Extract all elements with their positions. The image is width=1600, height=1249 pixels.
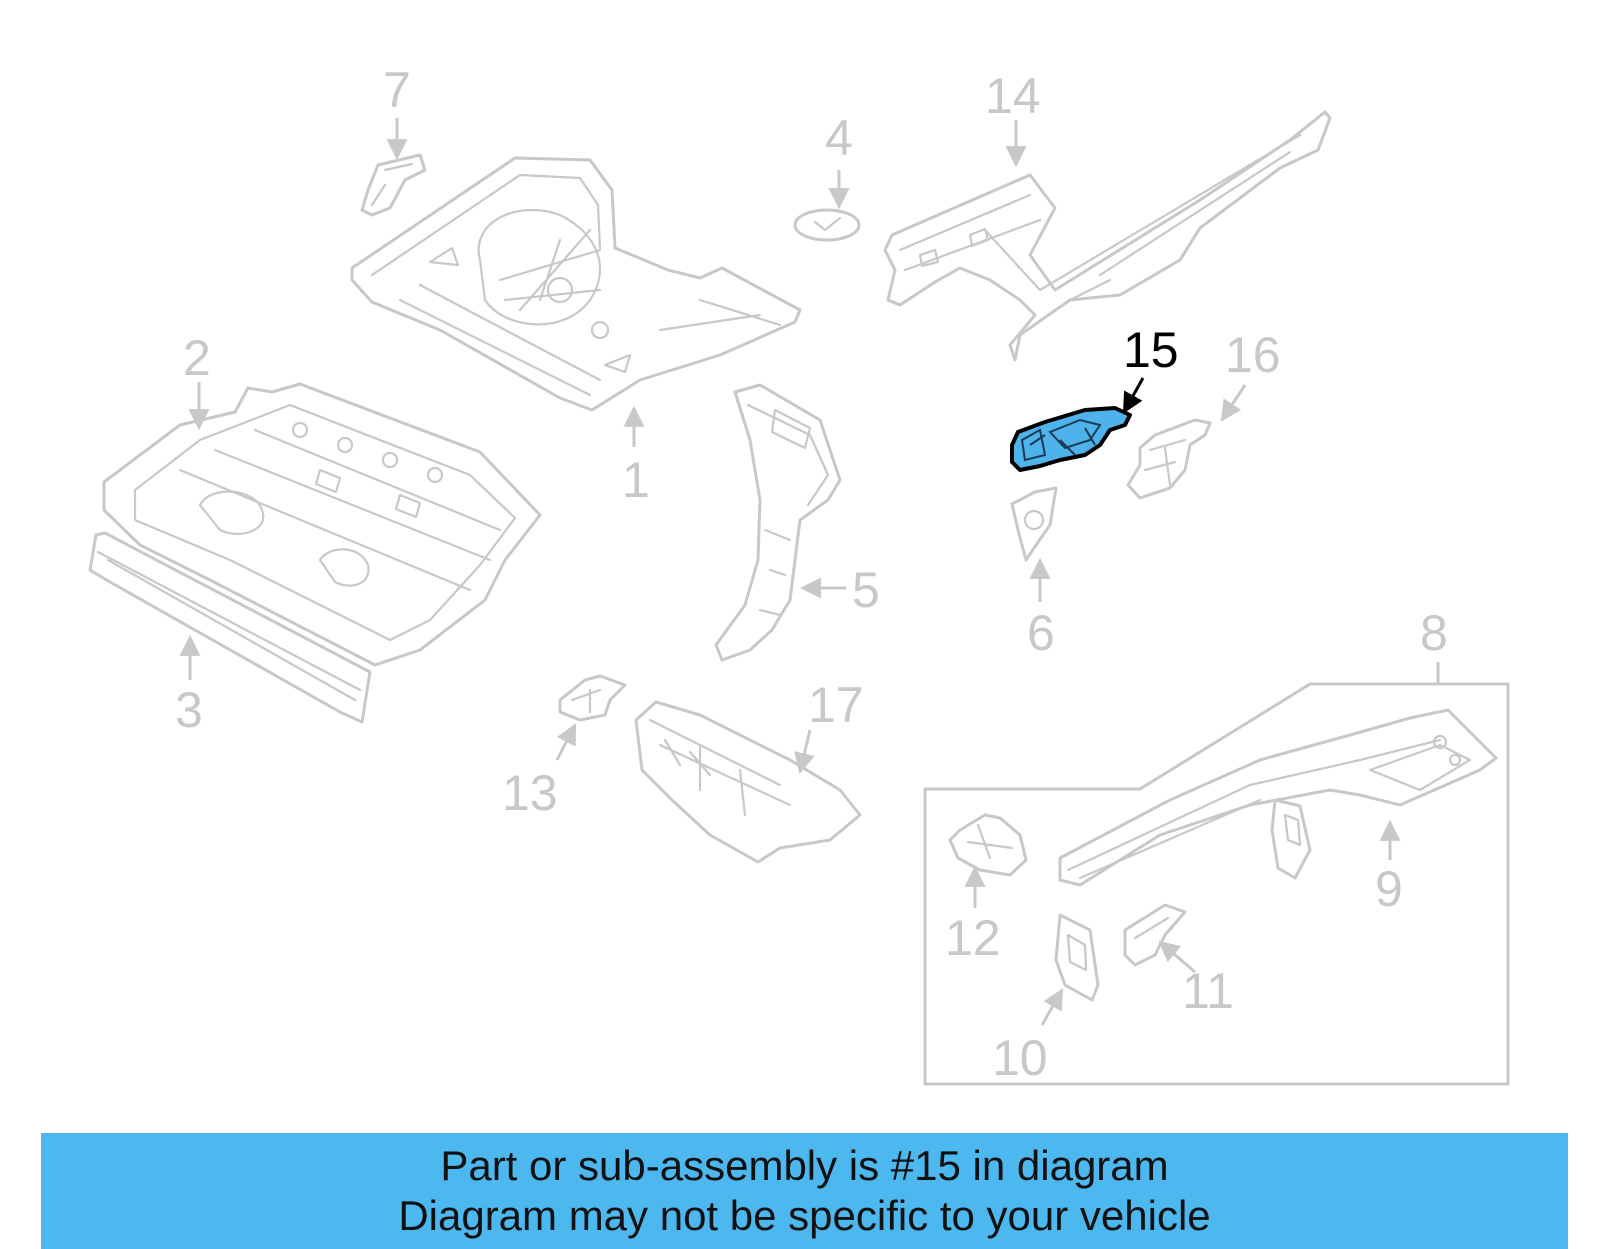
part-6-bracket [1010, 486, 1058, 562]
leader-lines [179, 118, 1440, 1026]
part-9-rail [1058, 708, 1498, 887]
callout-11: 11 [1182, 963, 1234, 1019]
part-13-bracket [558, 674, 627, 722]
callout-1: 1 [622, 452, 650, 508]
part-12-bracket [948, 813, 1028, 877]
callout-4: 4 [825, 110, 853, 166]
callout-6: 6 [1027, 605, 1055, 661]
callout-12: 12 [945, 910, 1001, 966]
part-17-reinforcement [634, 700, 862, 864]
callout-16: 16 [1225, 327, 1281, 383]
callout-17: 17 [808, 677, 864, 733]
subassembly-box [923, 682, 1510, 1086]
callout-10: 10 [992, 1030, 1048, 1086]
callout-labels: 1 2 3 4 5 6 7 8 9 10 11 12 13 14 15 16 1… [175, 62, 1448, 1086]
callout-5: 5 [852, 562, 880, 618]
part-9-inner-bracket [1270, 798, 1312, 880]
part-14-rail-assembly [883, 110, 1332, 362]
part-1-rear-floor-pan [350, 156, 802, 412]
callout-7: 7 [383, 62, 411, 118]
callout-14: 14 [985, 68, 1041, 124]
banner-line-1: Part or sub-assembly is #15 in diagram [440, 1142, 1169, 1189]
part-2-floor-panel [102, 382, 542, 667]
callout-3: 3 [175, 682, 203, 738]
part-4-plug [793, 208, 861, 242]
part-16-mount [1126, 418, 1212, 500]
part-10-bracket [1054, 913, 1100, 1002]
info-banner: Part or sub-assembly is #15 in diagram D… [41, 1133, 1568, 1249]
callout-2: 2 [183, 330, 211, 386]
banner-line-2: Diagram may not be specific to your vehi… [398, 1192, 1211, 1239]
callout-15: 15 [1123, 322, 1179, 378]
callout-13: 13 [502, 765, 558, 821]
callout-8: 8 [1420, 605, 1448, 661]
part-5-wheelhouse [714, 383, 842, 662]
callout-9: 9 [1375, 861, 1403, 917]
part-7-bracket [360, 153, 427, 217]
part-3-crossmember [88, 531, 372, 724]
part-15-highlighted-bracket[interactable] [1010, 406, 1132, 472]
